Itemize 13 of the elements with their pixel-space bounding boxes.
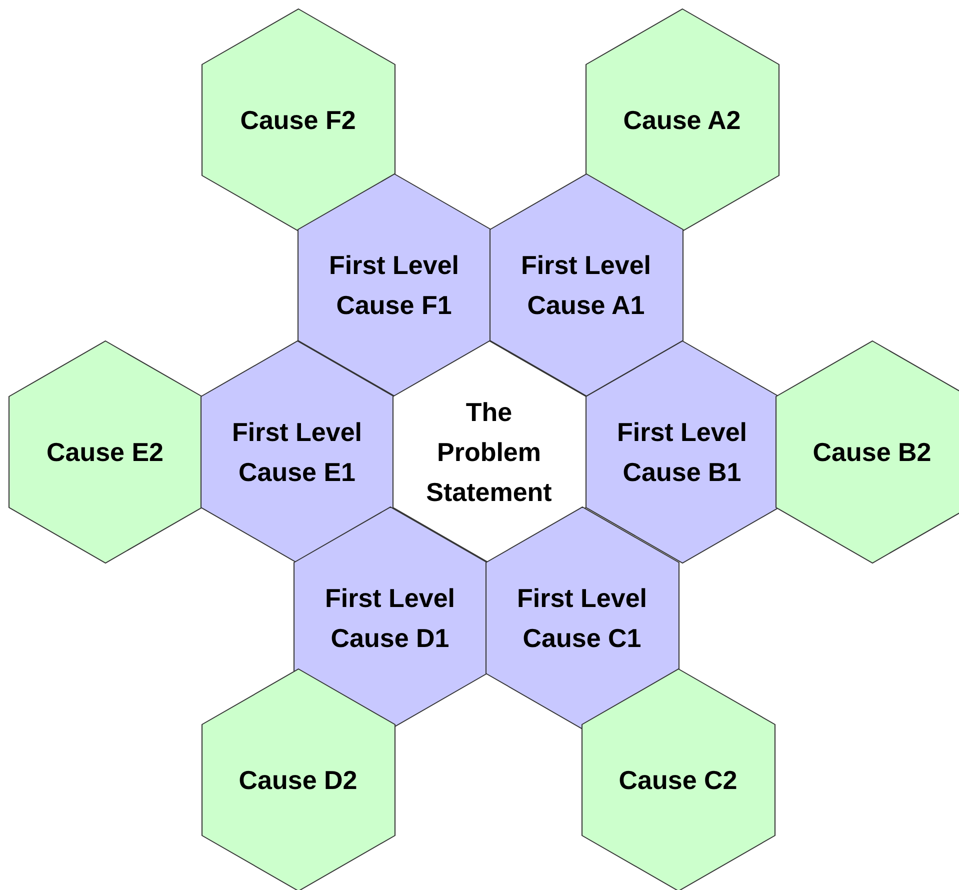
hexagon-label: Cause D2 [238, 764, 358, 797]
hexagon-label: First Level Cause D1 [324, 582, 456, 655]
hexagon-label: Cause A2 [622, 104, 742, 137]
hexagon-label: First Level Cause C1 [516, 582, 648, 655]
hexagon-label: Cause F2 [239, 104, 357, 137]
hexagon-label: First Level Cause E1 [230, 416, 364, 489]
hexagon-label: First Level Cause F1 [328, 249, 460, 322]
hexagon-label: Cause B2 [812, 436, 932, 469]
hexagon-label: First Level Cause A1 [520, 249, 652, 322]
hexagon-label: First Level Cause B1 [616, 416, 748, 489]
hexagon-label: The Problem Statement [425, 396, 553, 509]
hexagon-label: Cause E2 [45, 436, 165, 469]
hexagon-label: Cause C2 [618, 764, 738, 797]
